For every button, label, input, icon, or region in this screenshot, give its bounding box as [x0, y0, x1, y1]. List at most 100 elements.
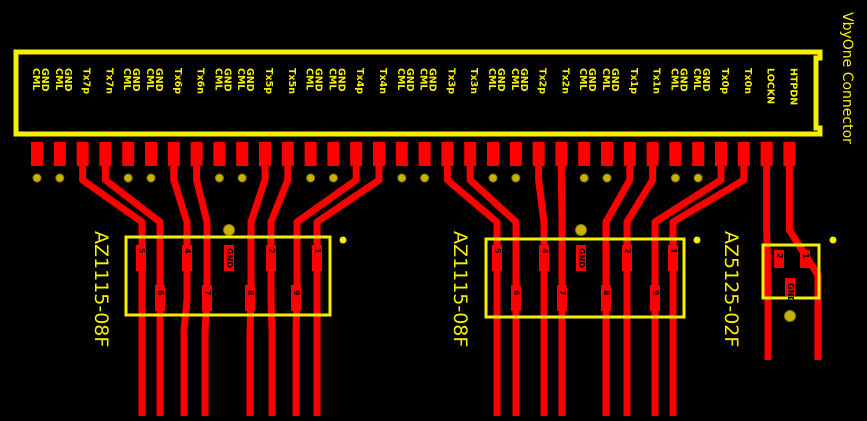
connector-pin-label: CML	[418, 68, 429, 90]
connector-pin-label: GND	[39, 68, 50, 92]
connector-pin-label: GND	[313, 68, 324, 92]
chip-2-pin1-marker	[693, 236, 701, 244]
ground-via	[784, 310, 796, 322]
chip-1-part-label: AZ1115-08F	[90, 231, 112, 347]
ground-via	[223, 224, 235, 236]
chip-pad-label: 1	[801, 253, 810, 259]
connector-pin-label: Tx6n	[195, 68, 206, 94]
chip-pad	[800, 250, 810, 268]
connector-pad-28	[646, 142, 659, 166]
connector-pad-10	[236, 142, 249, 166]
connector-pad-27	[623, 142, 636, 166]
chip-pad	[312, 245, 322, 271]
chip-pad	[136, 245, 146, 271]
chip-pad	[668, 245, 678, 271]
connector-pad-16	[373, 142, 385, 166]
connector-pin-label: Tx3n	[468, 68, 479, 94]
connector-pin-label: CML	[235, 68, 246, 90]
chip-pad	[650, 285, 660, 311]
connector-pad-6	[145, 142, 157, 166]
connector-pad-30	[692, 142, 705, 166]
chip-1-outline	[124, 235, 332, 317]
chip-pad	[785, 278, 795, 296]
chip-pad	[182, 245, 192, 271]
connector-pin-label: Tx6p	[172, 68, 183, 94]
connector-pin-label: Tx7n	[103, 68, 114, 94]
signal-trace	[267, 160, 292, 416]
connector-pin-label: CML	[212, 68, 223, 90]
connector-pad-22	[509, 142, 522, 166]
chip-pad	[224, 245, 234, 271]
connector-pad-32	[737, 142, 750, 166]
connector-pin-label: Tx4n	[377, 68, 388, 94]
connector-pin-label: Tx2p	[537, 68, 548, 94]
ground-via	[328, 173, 338, 183]
chip-pad-label: GND	[786, 283, 795, 303]
chip-pad	[266, 245, 276, 271]
connector-pin-label: Tx2n	[559, 68, 570, 94]
chip-pad-label: 4	[540, 248, 549, 254]
signal-trace	[557, 160, 566, 416]
connector-pin-label: CML	[691, 68, 702, 90]
connector-pad-1	[31, 142, 43, 166]
connector-pad-18	[418, 142, 431, 166]
connector-pin-label: GND	[427, 68, 438, 92]
connector-pin-label: CML	[600, 68, 611, 90]
signal-trace	[101, 160, 164, 416]
connector-pin-label: Tx1p	[628, 68, 639, 94]
signal-trace	[623, 160, 657, 416]
chip-pad	[601, 285, 611, 311]
connector-pin-label: GND	[221, 68, 232, 92]
chip-pad-label: GND	[577, 248, 586, 268]
connector-pad-23	[532, 142, 545, 166]
chip-pad-label: 1	[669, 248, 678, 254]
connector-pin-label: GND	[677, 68, 688, 92]
signal-trace	[246, 160, 269, 416]
chip-pad-label: 7	[558, 290, 567, 296]
connector-pad-26	[601, 142, 613, 166]
signal-trace	[763, 160, 772, 360]
ground-vias	[32, 173, 796, 322]
connector-pin-label: CML	[486, 68, 497, 90]
chip-pad	[245, 285, 255, 311]
connector-pin-label: Tx3p	[445, 68, 456, 94]
chip-pad	[291, 285, 301, 311]
connector-pad-7	[167, 142, 180, 166]
signal-trace	[602, 160, 634, 416]
chip-3-outline	[761, 243, 821, 300]
chip-pad	[202, 285, 212, 311]
connector-pin-label: GND	[335, 68, 346, 92]
connector-outline	[13, 49, 823, 137]
ground-via	[420, 173, 430, 183]
connector-pin-label: GND	[495, 68, 506, 92]
connector-pin-label: CML	[144, 68, 155, 90]
connector-pad-11	[259, 142, 271, 166]
connector-pin-label: GND	[700, 68, 711, 92]
connector-pad-9	[213, 142, 226, 166]
chip-pad	[557, 285, 567, 311]
connector-pin-label: CML	[53, 68, 64, 90]
connector-pin-label: Tx1n	[651, 68, 662, 94]
connector-pin-label: Tx7p	[81, 68, 92, 94]
connector-pad-25	[578, 142, 591, 166]
ground-via	[306, 173, 316, 183]
chip-pad-label: 1	[313, 248, 322, 254]
chip-pad-label: 9	[651, 290, 660, 296]
ground-via	[511, 173, 521, 183]
chip-pad	[511, 285, 521, 311]
signal-trace	[651, 160, 725, 416]
connector-pin-label: GND	[586, 68, 597, 92]
connector-title: VbyOne Connector	[839, 12, 855, 144]
signal-trace	[466, 160, 520, 416]
connector-pin-label: GND	[609, 68, 620, 92]
connector-pin-label: CML	[509, 68, 520, 90]
connector-pad-19	[441, 142, 454, 166]
chip-pad-label: 2	[267, 248, 276, 254]
connector-pad-3	[76, 142, 89, 166]
chip-3-part-label: AZ5125-02F	[720, 231, 742, 347]
connector-pad-14	[327, 142, 340, 166]
